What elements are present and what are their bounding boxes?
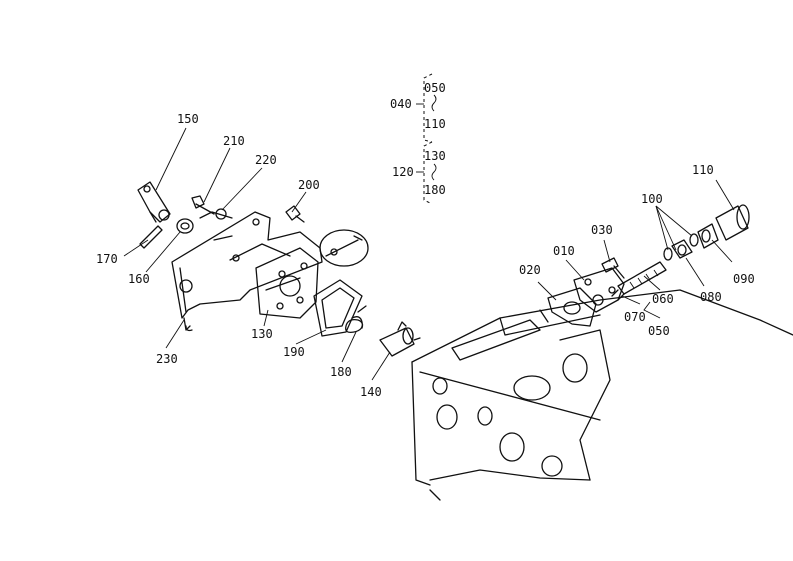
governor-housing-230: [171, 211, 323, 332]
group-040-bottom: 110: [424, 117, 446, 131]
callout-060: 060: [652, 292, 674, 306]
callout-190: 190: [283, 345, 305, 359]
callout-030: 030: [591, 223, 613, 237]
callout-110: 110: [692, 163, 714, 177]
lever-150: [137, 181, 171, 223]
group-120-top: 130: [424, 149, 446, 163]
group-label-120: 120: [392, 165, 414, 179]
bolt-200: [285, 205, 305, 223]
washer-220: [215, 208, 227, 220]
callout-180: 180: [330, 365, 352, 379]
cap-nut-090: [697, 223, 719, 249]
callout-220: 220: [255, 153, 277, 167]
callout-140: 140: [360, 385, 382, 399]
engine-block: [411, 289, 793, 501]
pin-170: [139, 225, 163, 249]
gasket-020: [547, 287, 597, 327]
bushing-160: [176, 218, 194, 234]
bolt-030: [601, 257, 625, 279]
shaft-140: [379, 321, 421, 357]
callout-150: 150: [177, 112, 199, 126]
group-label-040: 040: [390, 97, 412, 111]
washer-100: [663, 233, 699, 261]
cap-110: [715, 204, 750, 241]
callout-080: 080: [700, 290, 722, 304]
leader-lines: [123, 127, 735, 381]
detail-bolt-inset: [319, 229, 369, 267]
callout-090: 090: [733, 272, 755, 286]
callout-050: 050: [648, 324, 670, 338]
callout-010: 010: [553, 244, 575, 258]
group-bracket-120: [416, 141, 437, 205]
spring-180: [345, 305, 367, 334]
group-040-top: 050: [424, 81, 446, 95]
callout-070: 070: [624, 310, 646, 324]
callout-170: 170: [96, 252, 118, 266]
adjust-screw-060: [617, 261, 667, 295]
callout-200: 200: [298, 178, 320, 192]
group-120-bottom: 180: [424, 183, 446, 197]
callout-130: 130: [251, 327, 273, 341]
group-bracket-040: [416, 73, 437, 143]
callout-210: 210: [223, 134, 245, 148]
callout-020: 020: [519, 263, 541, 277]
spring-070: [611, 289, 625, 301]
callout-230: 230: [156, 352, 178, 366]
governor-cover-130: [255, 247, 319, 319]
callout-100: 100: [641, 192, 663, 206]
bolt-210: [191, 195, 215, 215]
gasket-190: [313, 279, 363, 337]
callout-160: 160: [128, 272, 150, 286]
nut-080: [671, 239, 693, 259]
